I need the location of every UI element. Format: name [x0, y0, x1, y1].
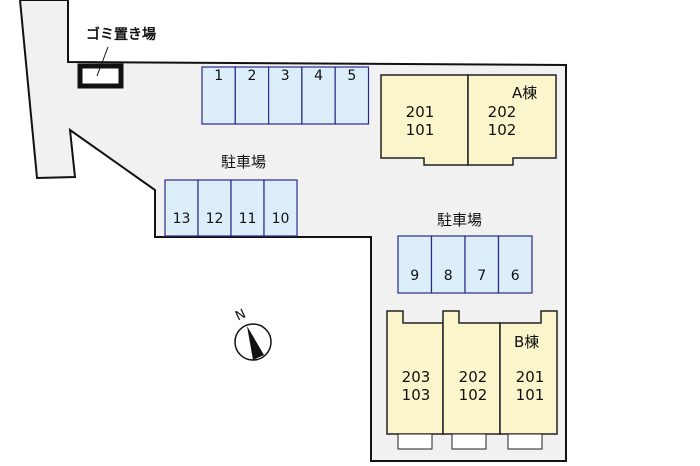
building-b-name: B棟	[514, 333, 540, 351]
parking-space	[334, 66, 370, 125]
parking-space	[268, 66, 303, 125]
parking-spaces	[164, 66, 533, 294]
parking-space	[497, 235, 533, 294]
parking-space-number: 8	[443, 268, 453, 284]
building-b-unit	[499, 310, 558, 435]
parking-space	[197, 179, 232, 237]
parking-space-number: 3	[280, 68, 290, 84]
parking-space-number: 13	[172, 211, 191, 227]
parking-space	[234, 66, 270, 125]
parking-space	[230, 179, 265, 237]
balcony	[451, 433, 487, 450]
parking-space	[164, 179, 199, 237]
trash-area	[77, 63, 124, 89]
parking-space	[430, 235, 466, 294]
building-a-name: A棟	[512, 84, 538, 102]
parking-label: 駐車場	[221, 153, 267, 171]
trash-leader-line	[96, 46, 109, 77]
parking-space-number: 12	[205, 211, 224, 227]
parking-label: 駐車場	[437, 211, 483, 229]
parking-space-number: 9	[410, 268, 420, 284]
compass-icon	[234, 323, 272, 361]
parking-space-number: 4	[314, 68, 323, 84]
parking-space-number: 5	[347, 68, 357, 84]
parking-space-number: 11	[238, 211, 257, 227]
parking-space-number: 10	[271, 211, 290, 227]
parking-space-number: 6	[510, 268, 520, 284]
balcony	[397, 433, 433, 450]
parking-space-number: 1	[214, 68, 224, 84]
balcony	[507, 433, 543, 450]
parking-space-number: 7	[477, 268, 487, 284]
parking-space-number: 2	[247, 68, 257, 84]
building-a-unit	[467, 74, 557, 166]
trash-area-label: ゴミ置き場	[86, 27, 156, 43]
parking-space	[464, 235, 500, 294]
parking-space	[397, 235, 433, 294]
parking-space	[263, 179, 298, 237]
